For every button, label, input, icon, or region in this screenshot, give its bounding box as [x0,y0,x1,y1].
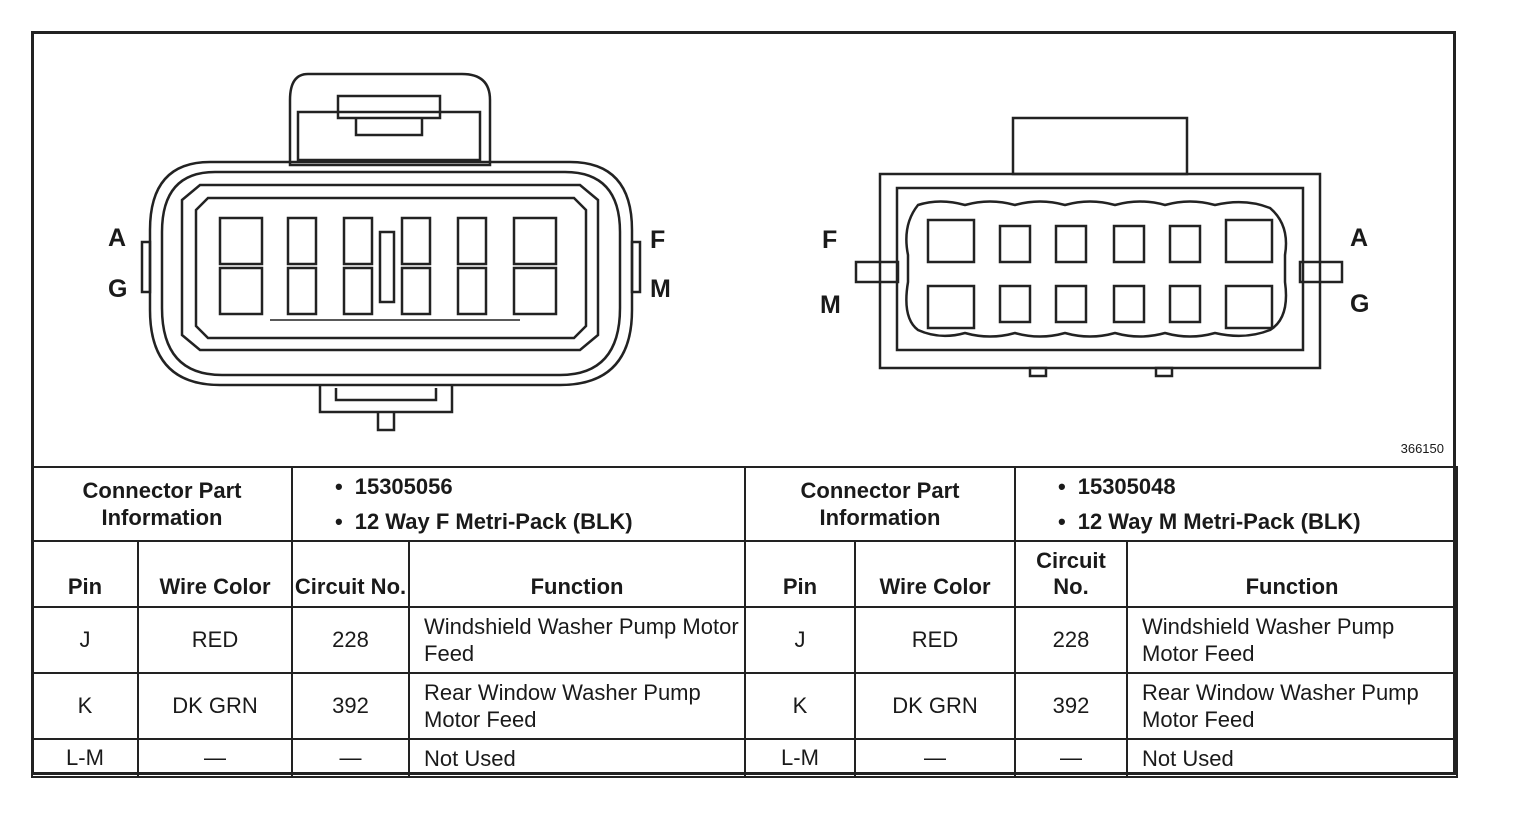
wire-color-cell: RED [853,606,1017,674]
connector-drawings [140,72,1344,432]
part-info-label: Connector Part Information [30,466,294,542]
wire-color-cell: DK GRN [853,672,1017,740]
female-connector-table: Connector Part Information 15305056 12 W… [30,466,747,778]
part-info-list: 15305056 12 Way F Metri-Pack (BLK) [291,466,747,542]
function-cell: Windshield Washer Pump Motor Feed [408,606,747,674]
table-row: K DK GRN 392 Rear Window Washer Pump Mot… [744,672,1459,740]
part-info-row: Connector Part Information 15305056 12 W… [30,466,747,542]
left-connector-pin-f-label: F [650,226,666,254]
function-cell: Rear Window Washer Pump Motor Feed [1126,672,1459,740]
wire-color-cell: DK GRN [136,672,294,740]
pin-cell: K [744,672,856,740]
right-connector-pin-m-label: M [820,291,841,319]
left-connector-pin-m-label: M [650,275,671,303]
part-number: 15305048 [1058,469,1456,504]
part-description: 12 Way M Metri-Pack (BLK) [1058,504,1456,539]
pin-header: Pin [744,540,856,608]
part-info-label: Connector Part Information [743,466,1017,542]
left-connector-pin-a-label: A [108,224,127,252]
circuit-header: Circuit No. [1014,540,1129,608]
circuit-cell: 392 [1014,672,1129,740]
header-row: Pin Wire Color Circuit No. Function [31,540,747,608]
circuit-cell: 228 [1014,606,1129,674]
function-cell: Rear Window Washer Pump Motor Feed [408,672,747,740]
part-info-list: 15305048 12 Way M Metri-Pack (BLK) [1014,466,1459,542]
table-row: J RED 228 Windshield Washer Pump Motor F… [744,606,1459,674]
table-row: L-M — — Not Used [744,738,1459,778]
pin-header: Pin [31,540,139,608]
function-cell: Not Used [1126,738,1459,778]
circuit-header: Circuit No. [291,540,411,608]
male-connector-face [854,116,1344,378]
circuit-cell: 392 [291,672,411,740]
right-connector-pin-f-label: F [822,226,838,254]
right-connector-pin-g-label: G [1350,290,1370,318]
right-connector-pin-a-label: A [1350,224,1369,252]
figure-number: 366150 [1400,441,1444,456]
pin-cell: L-M [31,738,139,778]
function-cell: Windshield Washer Pump Motor Feed [1126,606,1459,674]
wire-color-cell: — [136,738,294,778]
part-description: 12 Way F Metri-Pack (BLK) [335,504,744,539]
circuit-cell: — [291,738,411,778]
circuit-cell: 228 [291,606,411,674]
table-row: K DK GRN 392 Rear Window Washer Pump Mot… [31,672,747,740]
header-row: Pin Wire Color Circuit No. Function [744,540,1459,608]
function-header: Function [1126,540,1459,608]
pin-cell: L-M [744,738,856,778]
wire-color-cell: — [853,738,1017,778]
pin-cell: J [31,606,139,674]
pin-cell: J [744,606,856,674]
function-header: Function [408,540,747,608]
female-connector-face [140,72,642,432]
table-row: J RED 228 Windshield Washer Pump Motor F… [31,606,747,674]
circuit-cell: — [1014,738,1129,778]
pin-cell: K [31,672,139,740]
wire-color-header: Wire Color [853,540,1017,608]
table-row: L-M — — Not Used [31,738,747,778]
male-connector-table: Connector Part Information 15305048 12 W… [743,466,1459,778]
part-info-row: Connector Part Information 15305048 12 W… [743,466,1459,542]
wire-color-header: Wire Color [136,540,294,608]
function-cell: Not Used [408,738,747,778]
part-number: 15305056 [335,469,744,504]
wire-color-cell: RED [136,606,294,674]
left-connector-pin-g-label: G [108,275,128,303]
